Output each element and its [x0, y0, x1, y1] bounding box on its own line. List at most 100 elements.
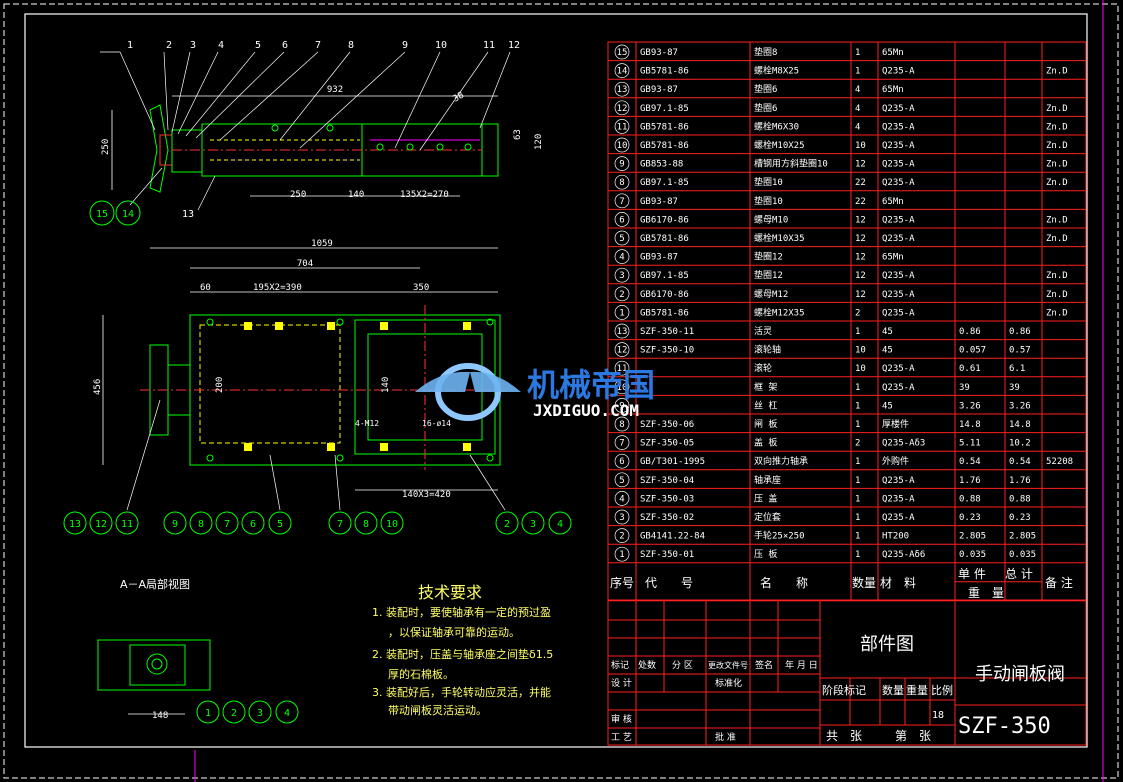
- gate-hidden: [199, 324, 341, 444]
- bom-cell-mat: 45: [882, 327, 893, 337]
- bom-cell-mat: Q235-A: [882, 141, 915, 151]
- balloon-top-6: 6: [282, 40, 288, 51]
- bom-index-circle: [614, 342, 630, 357]
- bom-cell-name: 螺母M10: [754, 214, 788, 225]
- top-view: 932 250 63 120 38 250 140 135X2=270 1: [89, 40, 544, 226]
- dim-front-height: 456: [93, 379, 103, 395]
- bom-cell-code: SZF-350-03: [640, 494, 694, 504]
- dim-top-b1: 250: [290, 190, 306, 200]
- bom-cell-name: 滚轮轴: [754, 344, 781, 356]
- top-balloon-labels: 1 2 3 4 5 6 7 8 9 10 11 12 13: [127, 40, 520, 220]
- bom-cell-no: 8: [619, 178, 624, 188]
- bom-header-note: 备 注: [1045, 575, 1073, 590]
- bom-cell-note: Zn.D: [1046, 104, 1068, 114]
- bom-cell-no: 12: [617, 104, 628, 114]
- bom-cell-code: GB93-87: [640, 48, 678, 58]
- balloon-sec-1: 1: [205, 708, 211, 719]
- bom-cell-w2: 0.86: [1009, 327, 1031, 337]
- balloon-top-1: 1: [127, 40, 133, 51]
- bom-cell-name: 螺栓M10X35: [754, 232, 805, 244]
- bom-cell-qty: 4: [855, 104, 860, 114]
- bom-cell-mat: Q235-A: [882, 308, 915, 318]
- bom-index-circle: [614, 193, 630, 209]
- bom-cell-w1: 1.76: [959, 476, 981, 486]
- dim-front-holes: 4-M12: [355, 419, 379, 428]
- balloon-top-5: 5: [255, 40, 261, 51]
- tech-line-5: 3. 装配好后，手轮转动应灵活，并能: [372, 685, 551, 699]
- bom-header-name: 名 称: [760, 575, 808, 590]
- bom-cell-code: GB6170-86: [640, 215, 689, 225]
- bom-cell-mat: Q235-A: [882, 67, 915, 77]
- bom-cell-w1: 0.23: [959, 513, 981, 523]
- bom-index-circle: [614, 398, 630, 413]
- bom-cell-name: 压 板: [754, 548, 777, 560]
- bom-cell-qty: 1: [855, 550, 860, 560]
- bom-cell-name: 轴承座: [754, 474, 781, 486]
- bom-cell-no: 1: [619, 308, 624, 318]
- dim-top-b2: 140: [348, 190, 364, 200]
- bom-cell-mat: 65Mn: [882, 85, 904, 95]
- bom-header-qty: 数量: [852, 575, 876, 590]
- bom-index-circle: [614, 491, 630, 506]
- bom-cell-no: 11: [617, 364, 628, 374]
- bom-cell-code: GB853-88: [640, 160, 683, 170]
- bom-cell-name: 滚轮: [754, 362, 772, 374]
- bom-index-circle: [614, 212, 630, 227]
- bom-cell-name: 垫圈6: [754, 102, 777, 114]
- bom-index-circle: [614, 137, 630, 153]
- bom-cell-name: 压 盖: [754, 492, 777, 504]
- bom-cell-name: 螺母M12: [754, 289, 788, 300]
- bom-cell-note: Zn.D: [1046, 271, 1068, 281]
- balloon-15-label: 15: [96, 209, 108, 220]
- balloon-fr-2: 2: [504, 519, 510, 530]
- dim-top-total: 932: [327, 85, 343, 95]
- balloon-fl-12: 12: [95, 519, 107, 530]
- dim-top-63: 63: [513, 129, 523, 140]
- bom-cell-no: 6: [619, 215, 624, 225]
- bom-cell-w2: 10.2: [1009, 439, 1031, 449]
- dim-section-148: 148: [152, 711, 168, 721]
- bom-cell-name: 螺栓M10X25: [754, 139, 805, 151]
- bom-cell-code: GB97.1-85: [640, 104, 689, 114]
- balloon-fm2-8: 8: [363, 519, 369, 530]
- dim-top-angle: 38: [452, 91, 466, 105]
- bom-cell-code: SZF-350-01: [640, 550, 694, 560]
- tb-mark: 标记: [611, 659, 629, 671]
- bom-cell-qty: 4: [855, 85, 860, 95]
- bom-index-circle: [614, 63, 630, 78]
- bom-cell-w1: 39: [959, 383, 970, 393]
- balloon-sec-4: 4: [284, 708, 290, 719]
- bom-cell-note: Zn.D: [1046, 290, 1068, 300]
- balloon-14-label: 14: [122, 209, 134, 220]
- bom-index-circle: [614, 360, 630, 376]
- bom-cell-qty: 12: [855, 253, 866, 263]
- bom-cell-qty: 1: [855, 532, 860, 542]
- section-view: A－A局部视图 148 1 2 3 4: [97, 577, 299, 724]
- part-name: 部件图: [860, 634, 914, 655]
- bom-cell-code: GB5781-86: [640, 234, 689, 244]
- bom-index-circle: [614, 286, 630, 302]
- bom-cell-qty: 12: [855, 160, 866, 170]
- bom-cell-qty: 1: [855, 48, 860, 58]
- bom-cell-code: GB97.1-85: [640, 271, 689, 281]
- bom-cell-w1: 0.61: [959, 364, 981, 374]
- tb-doc: 更改文件号: [708, 660, 748, 670]
- bom-cell-w1: 3.26: [959, 401, 981, 411]
- bom-cell-qty: 10: [855, 364, 866, 374]
- bom-cell-w1: 0.86: [959, 327, 981, 337]
- bom-cell-code: GB5781-86: [640, 141, 689, 151]
- bom-cell-mat: 外购件: [882, 455, 909, 467]
- bom-header-total: 总 计: [1005, 567, 1033, 581]
- bom-index-circle: [614, 305, 630, 320]
- bom-cell-w1: 2.805: [959, 532, 986, 542]
- bom-cell-qty: 1: [855, 457, 860, 467]
- bom-cell-mat: 65Mn: [882, 48, 904, 58]
- bom-cell-no: 5: [619, 476, 624, 486]
- bom-cell-w2: 0.54: [1009, 457, 1031, 467]
- bom-cell-name: 槽钢用方斜垫圈10: [754, 158, 828, 170]
- bom-cell-w2: 0.88: [1009, 494, 1031, 504]
- dim-front-inner: 704: [297, 259, 313, 269]
- bom-cell-no: 4: [619, 494, 624, 504]
- bom-cell-code: GB4141.22-84: [640, 532, 705, 542]
